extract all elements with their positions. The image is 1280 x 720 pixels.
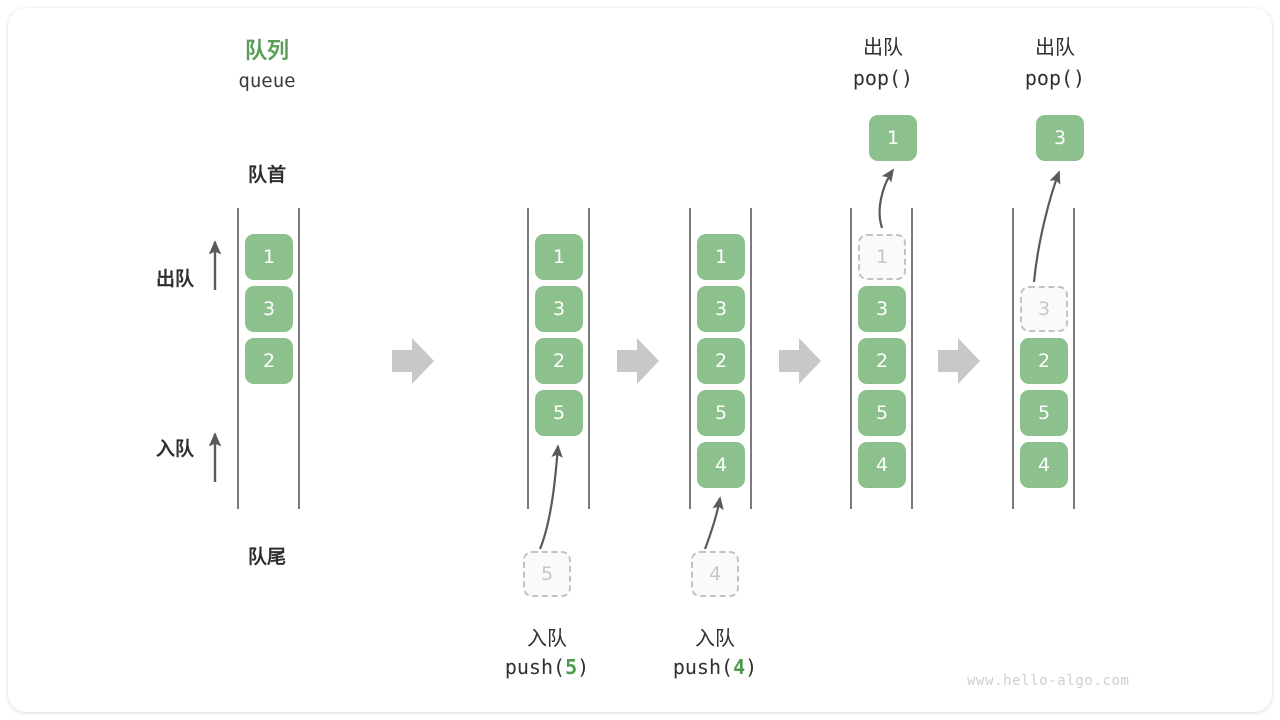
queue-cell: 3 xyxy=(1020,286,1068,332)
pop-1-header-cn: 出队 xyxy=(863,35,903,59)
page-title-cn: 队列 xyxy=(244,39,289,64)
queue-cell: 3 xyxy=(858,286,906,332)
incoming-element-4: 4 xyxy=(691,551,739,597)
front-label: 队首 xyxy=(247,164,286,186)
push-5-caption-code: push(5) xyxy=(487,655,607,679)
rear-label: 队尾 xyxy=(247,546,286,568)
push-4-arrow xyxy=(703,496,724,550)
queue-cell: 3 xyxy=(535,286,583,332)
pop-1-arrow xyxy=(878,168,894,229)
push-4-caption-cn: 入队 xyxy=(695,626,735,650)
queue-cell: 5 xyxy=(535,390,583,436)
pop-3-arrow xyxy=(1032,170,1061,283)
queue-cell: 2 xyxy=(1020,338,1068,384)
watermark: www.hello-algo.com xyxy=(967,673,1130,689)
queue-cell: 1 xyxy=(697,234,745,280)
dequeue-direction-label: 出队 xyxy=(155,268,194,290)
push-5-arrow xyxy=(538,444,563,550)
queue-column-after-pop-1: 1 3 2 5 4 xyxy=(858,208,906,508)
queue-cell: 3 xyxy=(697,286,745,332)
queue-cell: 1 xyxy=(535,234,583,280)
enqueue-direction-label: 入队 xyxy=(155,438,194,460)
queue-column-after-pop-3: 3 2 5 4 xyxy=(1020,208,1068,508)
queue-cell: 4 xyxy=(697,442,745,488)
pop-3-header-cn: 出队 xyxy=(1035,35,1075,59)
push-5-code-value: 5 xyxy=(565,655,578,679)
queue-cell: 2 xyxy=(858,338,906,384)
push-4-code-prefix: push( xyxy=(672,655,734,679)
popped-element-1: 1 xyxy=(869,115,917,161)
queue-cell: 4 xyxy=(858,442,906,488)
queue-cell: 2 xyxy=(697,338,745,384)
queue-cell: 4 xyxy=(1020,442,1068,488)
queue-cell: 5 xyxy=(1020,390,1068,436)
push-4-code-suffix: ) xyxy=(745,655,758,679)
push-4-caption-code: push(4) xyxy=(655,655,775,679)
push-5-code-suffix: ) xyxy=(577,655,590,679)
page-title-en: queue xyxy=(238,70,296,92)
queue-cell: 2 xyxy=(245,338,293,384)
queue-cell: 2 xyxy=(535,338,583,384)
queue-cell: 1 xyxy=(858,234,906,280)
queue-column-initial: 1 3 2 xyxy=(245,208,293,508)
queue-cell: 5 xyxy=(858,390,906,436)
push-4-code-value: 4 xyxy=(733,655,746,679)
queue-rails xyxy=(237,208,1075,509)
queue-column-after-push-5: 1 3 2 5 xyxy=(535,208,583,508)
queue-cell: 3 xyxy=(245,286,293,332)
pop-3-header-code: pop() xyxy=(1024,66,1086,90)
pop-1-header-code: pop() xyxy=(852,66,914,90)
queue-column-after-push-4: 1 3 2 5 4 xyxy=(697,208,745,508)
queue-cell: 1 xyxy=(245,234,293,280)
popped-element-3: 3 xyxy=(1036,115,1084,161)
queue-cell: 5 xyxy=(697,390,745,436)
push-5-code-prefix: push( xyxy=(504,655,566,679)
push-5-caption-cn: 入队 xyxy=(527,626,567,650)
step-transition-arrows xyxy=(392,338,980,384)
incoming-element-5: 5 xyxy=(523,551,571,597)
